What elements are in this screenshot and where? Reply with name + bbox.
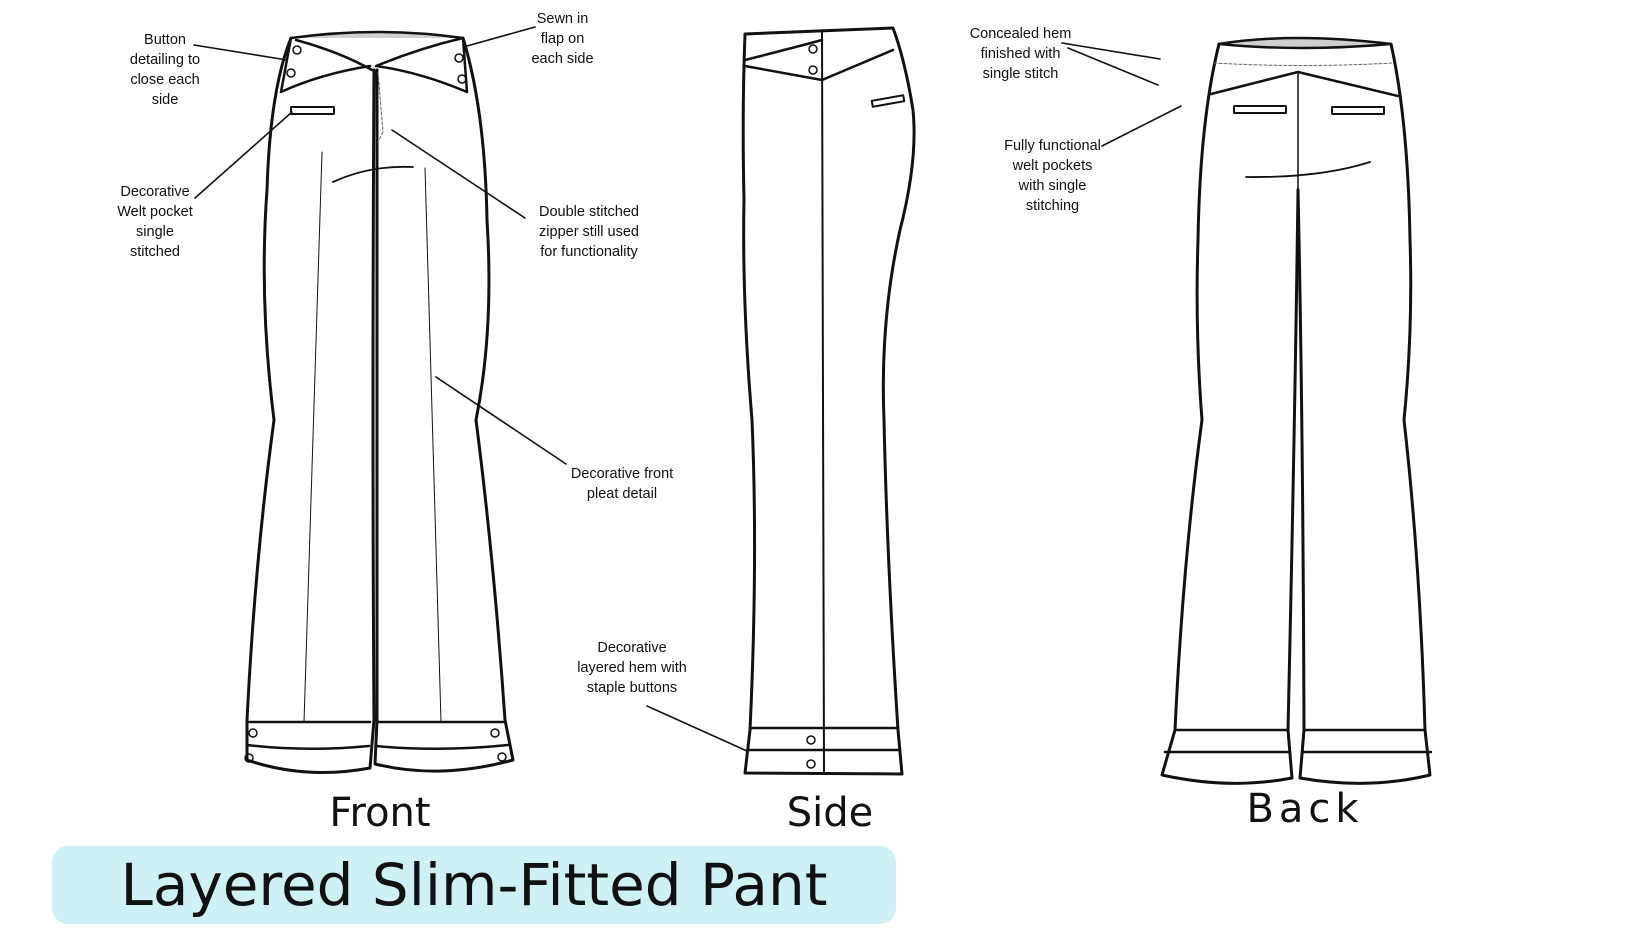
side-welt-pocket <box>870 94 906 108</box>
back-right-leg <box>1296 42 1432 785</box>
front-button-2 <box>286 68 296 78</box>
back-waist-stitch <box>1213 62 1394 66</box>
front-hem-button-4 <box>497 752 507 762</box>
leader-lines <box>193 26 1182 752</box>
back-seat-curve <box>1245 161 1371 178</box>
title-banner: Layered Slim-Fitted Pant <box>52 846 896 924</box>
front-pleat-right <box>424 167 442 723</box>
side-button-2 <box>808 65 818 75</box>
annotation-front-pleat: Decorative front pleat detail <box>570 466 674 502</box>
front-welt-pocket <box>290 106 335 115</box>
view-label-back: Back <box>1246 786 1364 832</box>
back-view-drawing <box>1160 36 1433 785</box>
annotation-concealed-hem: Concealed hem finished with single stitc… <box>969 26 1072 82</box>
front-hip-curve <box>332 165 414 183</box>
annotation-zipper: Double stitched zipper still used for fu… <box>539 204 639 260</box>
leader-welt-pockets-back <box>1101 105 1182 147</box>
back-left-leg <box>1160 42 1300 785</box>
leader-layered-hem <box>646 705 748 752</box>
annotation-button-detail: Button detailing to close each side <box>129 32 201 108</box>
front-zipper-stitch <box>377 71 384 143</box>
side-hem-band <box>746 726 902 752</box>
side-hem-button-2 <box>806 759 816 769</box>
side-outline <box>741 26 916 776</box>
leader-front-pleat <box>435 376 567 465</box>
front-flap-center <box>294 38 374 72</box>
leader-welt-pocket-front <box>194 111 293 199</box>
leader-sewn-flap <box>466 26 536 47</box>
back-left-hem-band <box>1163 728 1292 754</box>
back-right-hem-band <box>1301 728 1433 754</box>
leader-concealed-hem-1 <box>1061 42 1161 60</box>
front-hem-button-2 <box>244 753 254 763</box>
front-view-drawing <box>244 30 515 774</box>
front-left-hem-band <box>245 720 372 750</box>
front-right-hem-band <box>374 720 510 750</box>
front-button-4 <box>457 74 467 84</box>
side-waist-flap <box>743 38 895 82</box>
back-waistband-top <box>1217 36 1393 50</box>
view-label-side: Side <box>786 790 874 836</box>
back-welt-pocket-right <box>1331 106 1385 115</box>
front-pleat-left <box>303 151 323 723</box>
back-welt-pocket-left <box>1233 105 1287 114</box>
front-left-leg <box>245 36 376 774</box>
leader-button-detail <box>193 44 288 61</box>
front-waistband-top <box>289 30 465 40</box>
front-flap-right <box>374 36 469 94</box>
front-flap-left <box>279 36 372 94</box>
front-button-1 <box>292 45 302 55</box>
side-hem-button-1 <box>806 735 816 745</box>
back-yoke <box>1209 70 1400 98</box>
front-right-leg <box>373 36 515 773</box>
page-title: Layered Slim-Fitted Pant <box>120 851 828 919</box>
front-hem-button-1 <box>248 728 258 738</box>
leader-concealed-hem-2 <box>1067 47 1159 86</box>
annotation-layered-hem: Decorative layered hem with staple butto… <box>577 640 687 696</box>
front-button-3 <box>454 53 464 63</box>
side-view-drawing <box>741 26 916 776</box>
side-button-1 <box>808 44 818 54</box>
leader-zipper <box>391 129 526 219</box>
annotation-welt-pockets-back: Fully functional welt pockets with singl… <box>1004 138 1101 214</box>
front-hem-button-3 <box>490 728 500 738</box>
view-label-front: Front <box>329 790 431 836</box>
annotation-welt-pocket-front: Decorative Welt pocket single stitched <box>117 184 193 260</box>
side-seam <box>821 29 825 773</box>
annotation-sewn-flap: Sewn in flap on each side <box>531 11 594 67</box>
